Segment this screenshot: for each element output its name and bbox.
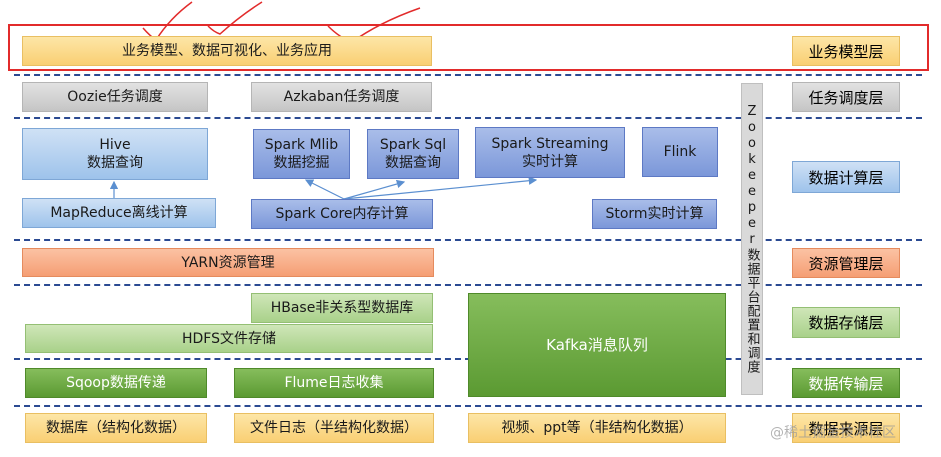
yarn-box: YARN资源管理 [22, 248, 434, 277]
layer-transfer: 数据传输层 [792, 368, 900, 398]
arrow-core-sql [343, 179, 406, 200]
kafka-box: Kafka消息队列 [468, 293, 726, 397]
file-log-source-box: 文件日志（半结构化数据） [234, 413, 434, 443]
checkmark-1 [142, 1, 193, 42]
hive-box: Hive 数据查询 [22, 128, 208, 180]
arrow-core-mlib [304, 179, 345, 200]
divider-3 [14, 239, 922, 241]
flume-box: Flume日志收集 [234, 368, 434, 398]
divider-2 [14, 117, 922, 119]
highlight-frame [8, 24, 929, 71]
layer-compute: 数据计算层 [792, 161, 900, 193]
watermark: @稀土掘金技术社区 [770, 425, 896, 441]
spark-streaming-box: Spark Streaming 实时计算 [475, 127, 625, 178]
azkaban-box: Azkaban任务调度 [251, 82, 432, 112]
spark-sql-box: Spark Sql 数据查询 [367, 129, 459, 179]
spark-mlib-box: Spark Mlib 数据挖掘 [253, 129, 350, 179]
spark-core-box: Spark Core内存计算 [251, 199, 433, 229]
oozie-box: Oozie任务调度 [22, 82, 208, 112]
checkmark-2 [207, 1, 263, 35]
divider-6 [14, 405, 922, 407]
database-source-box: 数据库（结构化数据） [25, 413, 207, 443]
hbase-box: HBase非关系型数据库 [251, 293, 433, 323]
sqoop-box: Sqoop数据传递 [25, 368, 207, 398]
hdfs-box: HDFS文件存储 [25, 324, 433, 353]
divider-1 [14, 74, 922, 76]
mapreduce-box: MapReduce离线计算 [22, 198, 216, 228]
video-source-box: 视频、ppt等（非结构化数据） [468, 413, 726, 443]
zookeeper-bar: Zookeeper数据平台配置和调度 [741, 83, 763, 395]
storm-box: Storm实时计算 [592, 199, 717, 229]
layer-business: 业务模型层 [792, 36, 900, 66]
divider-4 [14, 284, 922, 286]
business-model-box: 业务模型、数据可视化、业务应用 [22, 36, 432, 66]
flink-box: Flink [642, 127, 718, 177]
layer-resource: 资源管理层 [792, 248, 900, 278]
layer-storage: 数据存储层 [792, 307, 900, 338]
arrow-core-streaming [343, 176, 538, 200]
layer-scheduling: 任务调度层 [792, 82, 900, 112]
layer-source: 数据来源层 [792, 413, 900, 443]
